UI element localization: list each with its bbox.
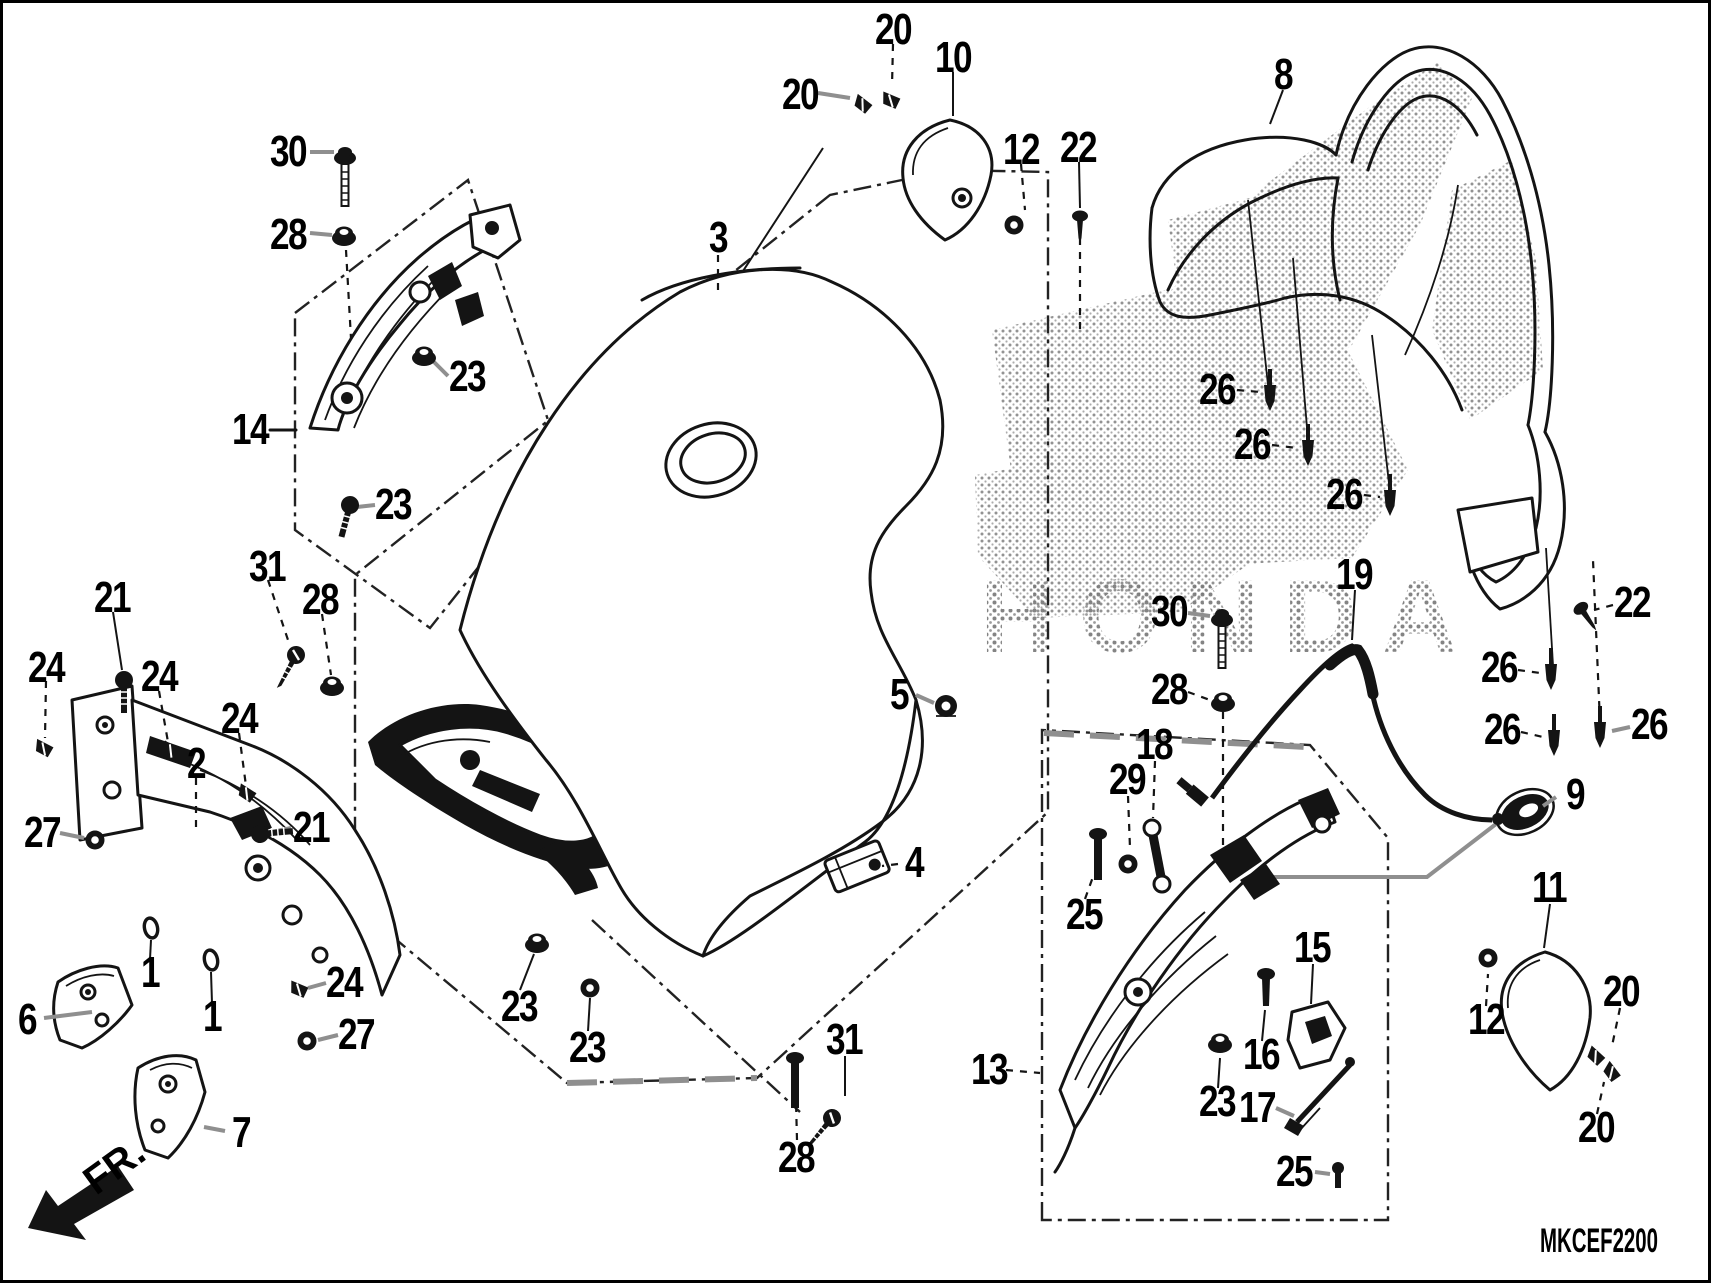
halftone-shading bbox=[975, 62, 1543, 618]
bolt-25a bbox=[1089, 828, 1107, 880]
fasteners bbox=[32, 90, 1625, 1155]
leader-lines bbox=[43, 43, 1631, 1176]
part-hinge-clip bbox=[823, 839, 891, 894]
part-pad-right bbox=[1499, 950, 1592, 1092]
part-bracket-7 bbox=[133, 1054, 207, 1160]
part-seat-rail-left bbox=[308, 203, 522, 432]
fr-arrow-icon bbox=[28, 1166, 134, 1240]
part-link-18 bbox=[1142, 818, 1172, 894]
part-lock-rod bbox=[1284, 1057, 1355, 1136]
bolt-16 bbox=[1257, 968, 1275, 1006]
bolt-25b bbox=[1332, 1162, 1344, 1188]
part-front-bracket bbox=[70, 684, 402, 997]
part-seat bbox=[458, 266, 945, 958]
part-bracket-6 bbox=[52, 964, 134, 1050]
part-pad-left bbox=[901, 118, 994, 242]
part-seat-grommet bbox=[935, 695, 957, 717]
stud-28c bbox=[786, 1052, 804, 1108]
part-cable-end-grommet bbox=[1495, 787, 1555, 837]
part-striker bbox=[1286, 1000, 1347, 1070]
enclosure-boxes bbox=[293, 147, 1498, 1222]
part-backrest bbox=[1148, 45, 1566, 611]
part-seat-lock-cable bbox=[1176, 643, 1555, 837]
diagram-code: MKCEF2200 bbox=[1540, 1222, 1658, 1260]
part-seat-rail-right bbox=[1053, 788, 1340, 1174]
grommet-29 bbox=[1118, 854, 1138, 874]
